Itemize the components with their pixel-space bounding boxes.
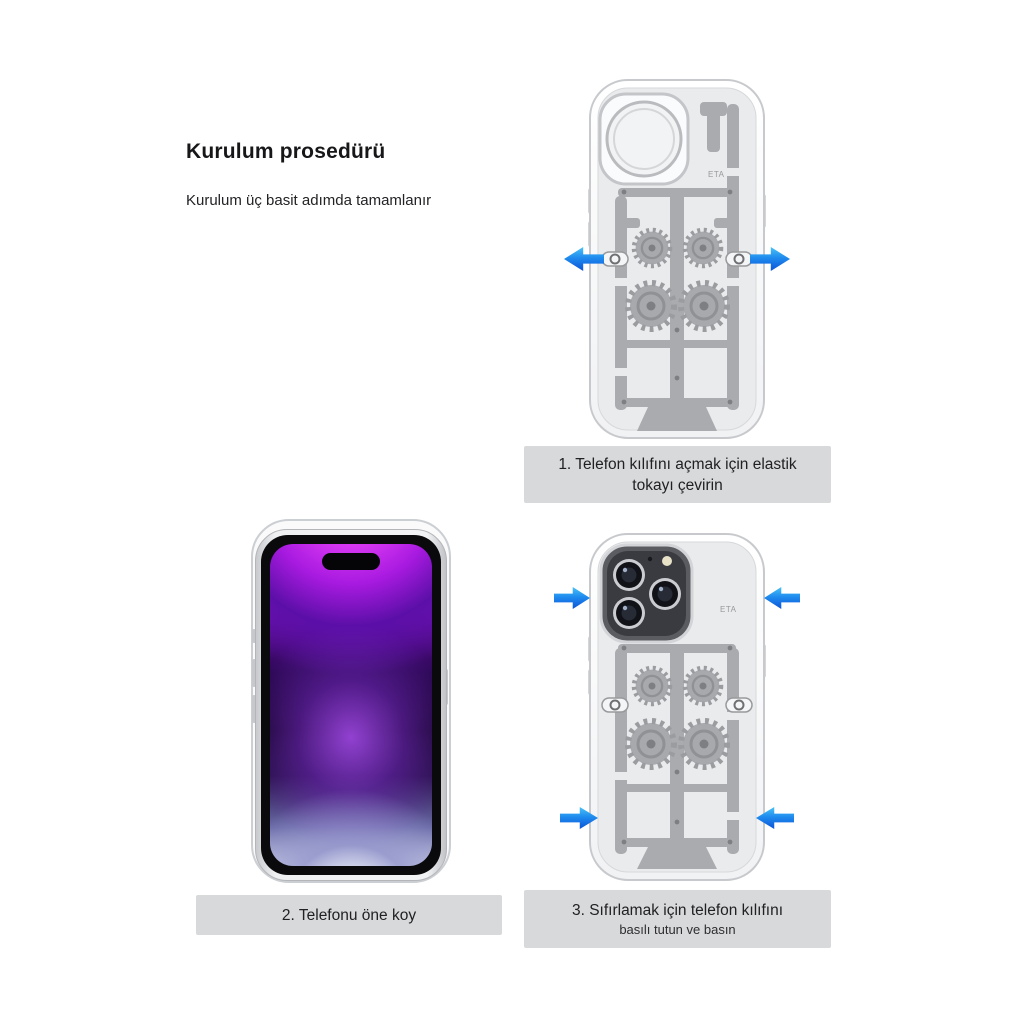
step2-figure-phone-front (250, 519, 451, 885)
step2-caption: 2. Telefonu öne koy (196, 895, 502, 935)
page-title: Kurulum prosedürü (186, 140, 386, 163)
volume-up-button (252, 659, 256, 687)
dynamic-island (322, 553, 380, 570)
step1-caption: 1. Telefon kılıfını açmak için elastik t… (524, 446, 831, 503)
step3-caption: 3. Sıfırlamak için telefon kılıfını bası… (524, 890, 831, 948)
step3-figure-case-with-phone: ETA (548, 532, 810, 884)
iphone-front (255, 529, 447, 881)
phone-case-back-figure: ETA (588, 79, 766, 439)
mute-switch (252, 629, 256, 643)
step1-caption-line2: tokayı çevirin (632, 476, 723, 494)
case-etched-label: ETA (720, 605, 737, 614)
phone-case-with-phone-figure: ETA (588, 533, 766, 881)
case-etched-label: ETA (708, 170, 725, 179)
camera-module (599, 543, 694, 644)
arrow-left-icon (764, 586, 800, 610)
step2-caption-line1: 2. Telefonu öne koy (281, 906, 417, 924)
arrow-right-icon (554, 586, 590, 610)
step1-figure-case-back: ETA (560, 78, 806, 442)
step3-caption-line2: basılı tutun ve basın (619, 921, 736, 937)
iphone-bezel (261, 535, 441, 875)
iphone-screen-wallpaper (270, 544, 432, 866)
step1-caption-line1: 1. Telefon kılıfını açmak için elastik (558, 455, 797, 473)
step3-caption-line1: 3. Sıfırlamak için telefon kılıfını (571, 901, 784, 919)
volume-down-button (252, 695, 256, 723)
page-subtitle: Kurulum üç basit adımda tamamlanır (186, 192, 432, 209)
